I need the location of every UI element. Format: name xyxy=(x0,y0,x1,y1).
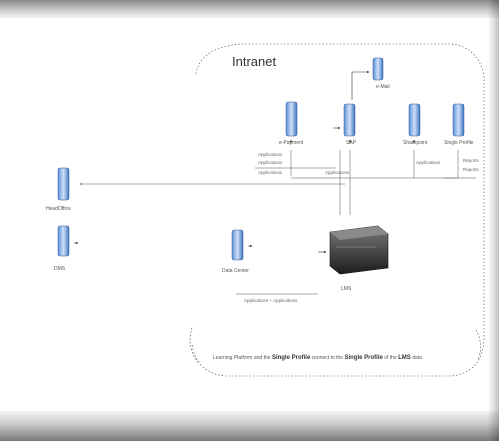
caption-part-3: of the xyxy=(384,355,397,361)
caption-part-2: connect to the xyxy=(311,355,344,361)
data-center-app-label: Applications + Applications xyxy=(244,298,298,303)
bottom-caption: Learning Platform and the Single Profile… xyxy=(213,355,422,361)
server-dms-icon xyxy=(57,225,70,257)
sap-app-label: Applications xyxy=(325,170,350,175)
single-report-label-1: Reports xyxy=(463,158,479,163)
intranet-title: Intranet xyxy=(232,54,277,69)
label-dms: DMS xyxy=(54,266,66,272)
payment-app-label-1: Applications xyxy=(258,152,283,157)
lms-server-icon xyxy=(329,225,389,275)
caption-bold-1: Single Profile xyxy=(271,355,311,361)
server-headoffice-icon xyxy=(57,167,70,201)
caption-bold-3: LMS xyxy=(398,355,411,361)
label-payment: e-Payment xyxy=(279,140,304,146)
top-band xyxy=(0,0,499,18)
server-sharepoint-icon xyxy=(408,103,421,137)
payment-app-label-3: Applications xyxy=(258,170,283,175)
server-payment-icon xyxy=(285,101,298,137)
caption-part-4: data xyxy=(412,355,422,361)
right-shadow xyxy=(488,0,499,441)
label-single-profile: Single Profile xyxy=(444,140,474,146)
caption-bold-2: Single Profile xyxy=(344,355,383,361)
label-headoffice: HeadOffice xyxy=(46,206,71,212)
bottom-band xyxy=(0,411,499,441)
server-single-profile-icon xyxy=(452,103,465,137)
server-data-center-icon xyxy=(231,229,244,261)
single-report-label-2: Reports xyxy=(463,167,479,172)
label-email: e-Mail xyxy=(376,84,390,90)
server-sap-icon xyxy=(343,103,356,137)
label-sap: SAP xyxy=(346,140,357,146)
sharepoint-app-label: Applications xyxy=(416,160,441,165)
intranet-boundary xyxy=(191,43,485,377)
label-data-center: Data Center xyxy=(222,268,249,274)
server-email-icon xyxy=(372,57,384,81)
payment-app-label-2: Applications xyxy=(258,160,283,165)
caption-part-1: Learning Platform and the xyxy=(213,355,271,361)
label-lms: LMS xyxy=(341,286,352,292)
label-sharepoint: Sharepoint xyxy=(403,140,428,146)
